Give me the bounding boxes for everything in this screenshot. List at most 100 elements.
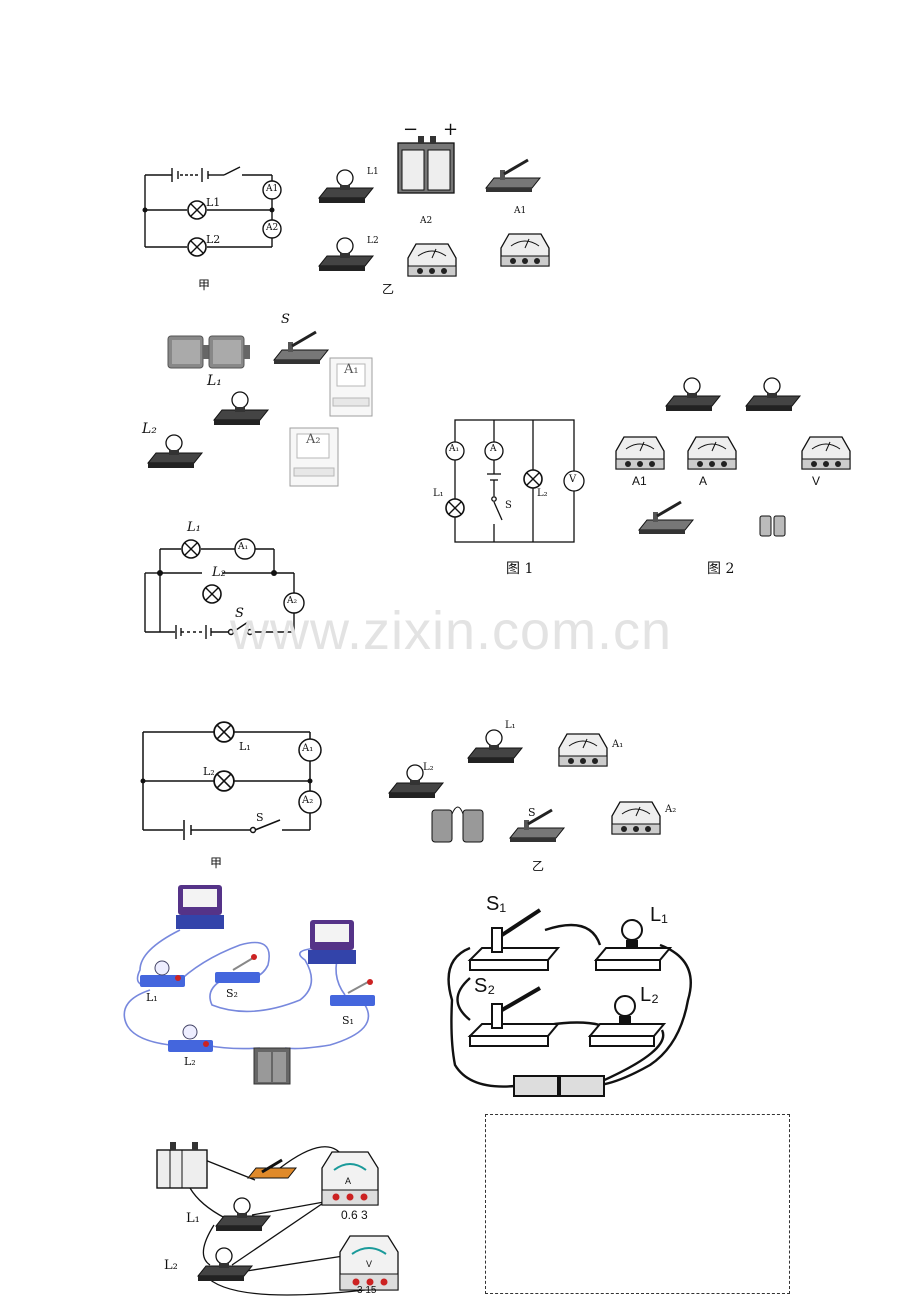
figure2-switch-icon [272,330,330,366]
figure8-voltmeter-scale: 3 15 [357,1285,377,1296]
figure4-label-S: S [505,500,512,511]
figure1-battery-plus: + [443,119,459,140]
figure1-meter-label-A2: A2 [420,216,433,226]
figure7-label-L2: L₂ [640,984,659,1006]
figure2-label-L1: L₁ [207,373,222,389]
figure6-label-L1: L₁ [146,991,158,1004]
figure1-label-L1: L1 [206,196,221,209]
figure8-label-L2: L₂ [164,1258,178,1273]
figure8-voltmeter-icon [339,1235,399,1291]
figure4-label-L1: L₁ [433,488,444,499]
figure2-label-A1: A₁ [344,362,359,377]
figure3-label-L2: L₂ [212,565,226,580]
figure5-meter-A1 [558,733,608,767]
figure8-wires [189,1146,366,1296]
figure5-switch-label-S: S [528,806,536,819]
figure7-switch-S2 [467,986,561,1047]
figure1-caption-jia: 甲 [198,278,211,292]
figure4-meter-label-A1: A1 [632,474,647,488]
figure1-board-label-L1: L1 [367,167,379,177]
figure4-meter-A1 [615,436,665,470]
figure6-bulb-L2 [168,1024,213,1052]
figure5-meter-label-A2: A₂ [665,804,677,815]
figure4-ammeter-A [484,441,504,461]
figure6-label-L2: L₂ [184,1055,196,1068]
figure6-bulb-L1 [140,960,185,987]
figure6-meter-right [308,920,356,964]
figure8-voltmeter-symbol: V [366,1259,373,1269]
figure3-label-A2: A₂ [287,596,298,606]
figure2-battery-icon [167,335,250,369]
figure1-lamp-L2 [187,237,207,257]
figure4-meter-label-A: A [699,474,708,488]
figure4-meter-V [801,436,851,470]
figure4-lamp-L2 [523,469,543,489]
figure3-label-L1: L₁ [187,520,201,535]
figure1-meter-A2 [407,243,457,277]
figure1-lamp-L1 [187,200,207,220]
figure6-battery-icon [253,1047,291,1085]
figure3-lamp-L1 [181,539,201,559]
figure4-caption-2: 图 2 [707,561,735,577]
figure5-battery-icon [431,806,484,843]
figure7-switch-S1 [467,908,561,971]
figure5-meter-A2 [611,801,661,835]
figure1-meter-label-A1: A1 [514,206,527,216]
figure2-meter-A1 [329,357,373,417]
figure1-battery-icon [397,136,455,194]
figure1-ammeter-A1 [262,180,282,200]
figure4-bulb-board-2 [745,377,801,412]
figure2-label-S: S [281,312,290,327]
figure5-switch-icon [508,808,566,844]
figure3-ammeter-A2 [283,592,305,614]
figure5-meter-label-A1: A₁ [612,739,624,750]
figure5-ammeter-A2 [298,790,322,814]
figure2-bulb-board-L1 [213,391,269,426]
figure6-label-S1: S₁ [342,1014,354,1027]
figure5-lamp-L1 [213,721,235,743]
figure4-caption-1: 图 1 [506,561,534,577]
answer-box[interactable] [485,1114,790,1294]
figure8-battery-icon [156,1142,208,1189]
figure5-lamp-L2 [213,770,235,792]
figure4-label-V-circle: V [569,474,577,485]
figure1-bulb-board-L2 [318,237,374,272]
figure6-label-S2: S₂ [226,987,238,1000]
figure1-switch-icon [484,158,542,194]
figure4-ammeter-A1 [445,441,465,461]
figure5-board-label-L2: L₂ [423,762,434,773]
figure7-bulb-L2 [587,995,667,1047]
figure5-ammeter-A1 [298,738,322,762]
figure3-lamp-L2 [202,584,222,604]
figure3-label-A1: A₁ [238,542,249,552]
figure2-label-A2: A₂ [306,432,321,447]
figure4-meter-A [687,436,737,470]
figure1-label-A2: A2 [266,223,279,233]
figure5-caption-yi: 乙 [532,859,545,873]
watermark-text: www.zixin.com.cn [230,601,673,661]
figure1-ammeter-A2 [262,219,282,239]
figure7-label-S2: S₂ [474,975,496,997]
figure2-label-L2: L₂ [142,421,157,437]
figure2-meter-A2 [289,427,339,487]
figure6-switch-S1 [330,979,375,1006]
figure4-battery-icon [759,515,786,537]
figure3-schematic [144,548,295,639]
figure5-board-label-L1: L₁ [505,720,516,731]
figure4-voltmeter-V [563,470,585,492]
figure1-bulb-board-L1 [318,169,374,204]
figure4-schematic [454,419,575,543]
figure5-bulb-board-L1 [467,729,523,764]
figure4-bulb-board-1 [665,377,721,412]
figure8-label-L1: L₁ [186,1211,200,1226]
figure5-label-L1: L₁ [239,740,251,753]
figure8-switch-icon [246,1158,298,1179]
figure2-bulb-board-L2 [147,434,203,469]
figure5-caption-jia: 甲 [210,856,223,870]
figure3-ammeter-A1 [234,538,256,560]
figure7-label-S1: S₁ [486,893,507,915]
figure1-meter-A1 [500,233,550,267]
figure1-label-A1: A1 [266,184,279,194]
